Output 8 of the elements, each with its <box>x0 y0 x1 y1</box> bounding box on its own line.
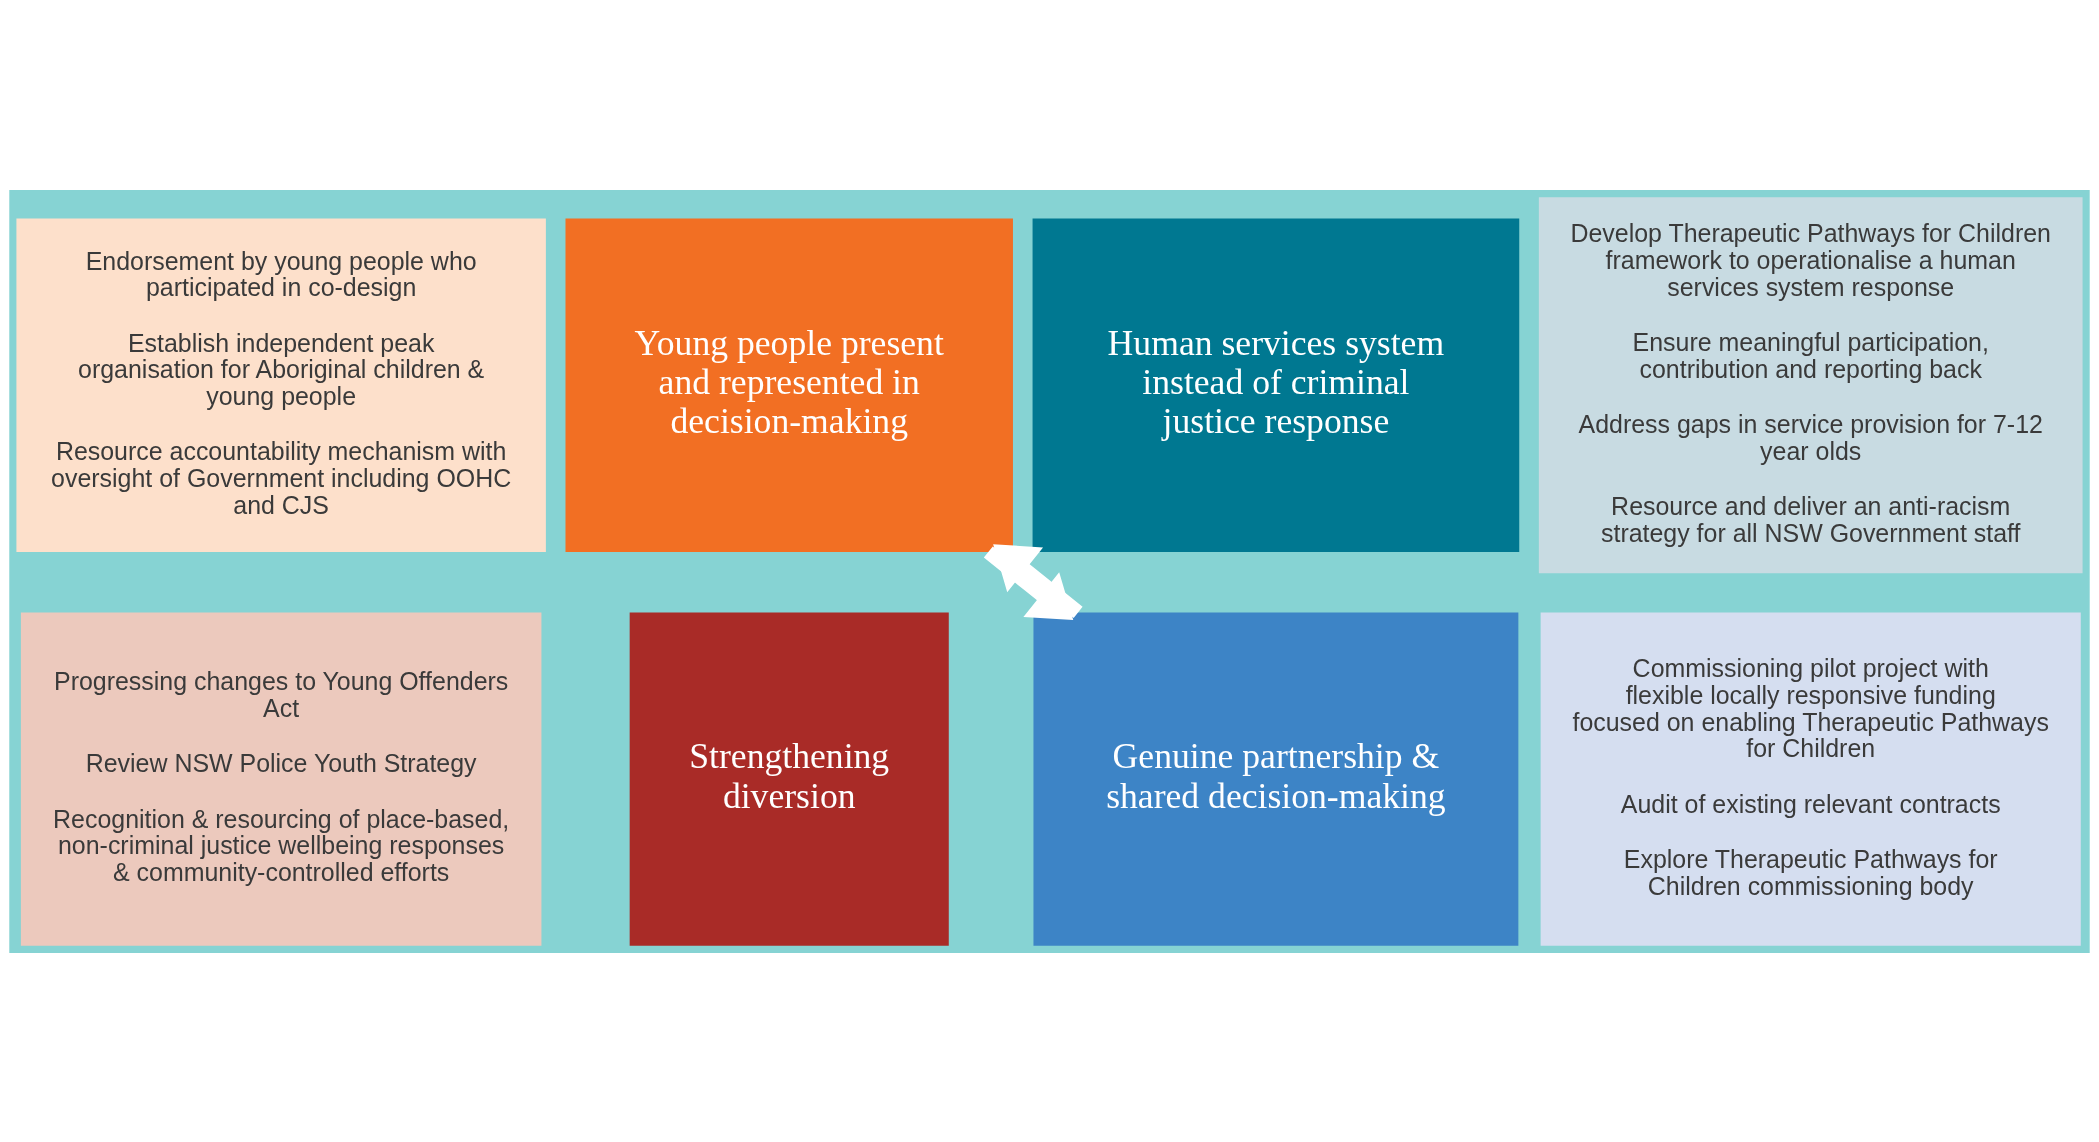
node-box: Endorsement by young people who participated in co-design Establish independent peak organisation for Aboriginal children & young people Resource accountability mechanism with oversight of Government including OOHC and CJS <box>16 218 546 552</box>
node-box: Genuine partnership & shared decision-making <box>1033 612 1519 946</box>
node-box: Progressing changes to Young Offenders Act Review NSW Police Youth Strategy Recognition & resourcing of place-based, non-criminal justice wellbeing responses & community-controlled efforts <box>20 612 542 946</box>
node-box: Young people present and represented in decision-making <box>565 218 1013 552</box>
node-box: Commissioning pilot project with flexible locally responsive funding focused on enabling Therapeutic Pathways for Children Audit of existing relevant contracts Explore Therapeutic Pathways for Children commissioning body <box>1540 612 2081 946</box>
node-box: Develop Therapeutic Pathways for Children framework to operationalise a human services system response Ensure meaningful participation, contribution and reporting back Address gaps in service provision for 7-12 year olds Resource and deliver an anti-racism strategy for all NSW Government staff <box>1538 196 2083 573</box>
node-box: Human services system instead of criminal justice response <box>1032 218 1520 552</box>
node-box: Strengthening diversion <box>629 612 949 946</box>
